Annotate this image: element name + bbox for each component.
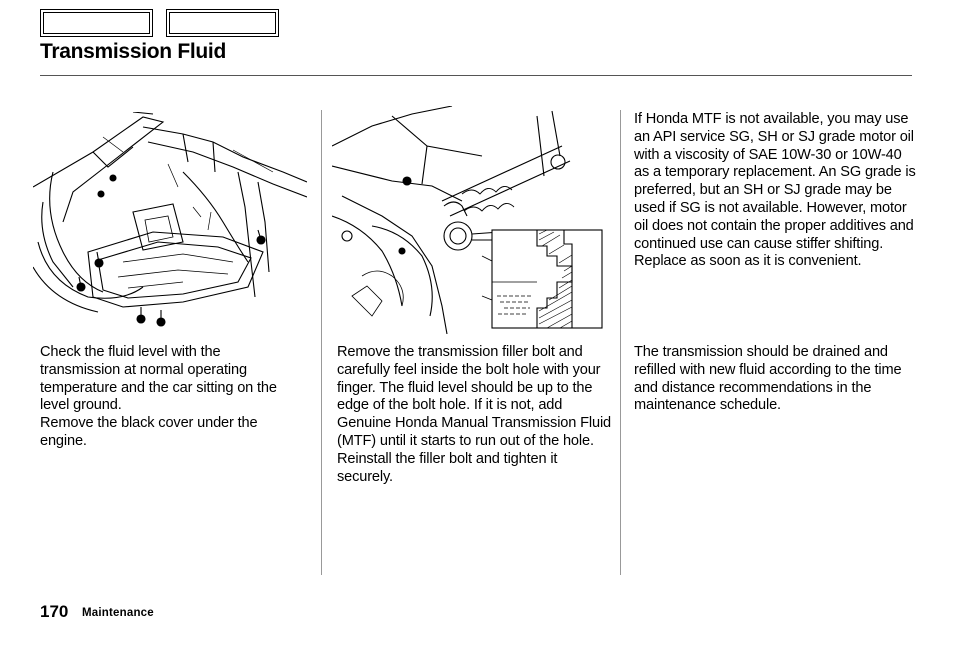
column-2-text: Remove the transmission filler bolt and … bbox=[337, 344, 612, 486]
column-3-note: If Honda MTF is not available, you may u… bbox=[634, 111, 919, 271]
column-divider bbox=[321, 110, 322, 575]
nav-tab-box-right[interactable] bbox=[166, 9, 279, 37]
instruction-paragraph: Check the fluid level with the transmiss… bbox=[40, 344, 277, 414]
section-name: Maintenance bbox=[82, 607, 154, 619]
engine-cover-illustration bbox=[32, 111, 308, 334]
filler-bolt-illustration bbox=[331, 105, 608, 335]
page-number: 170 bbox=[40, 602, 69, 621]
instruction-paragraph: Remove the black cover under the engine. bbox=[40, 415, 258, 449]
column-3-text: The transmission should be drained and r… bbox=[634, 344, 919, 415]
title-divider bbox=[40, 75, 912, 76]
column-1-text: Check the fluid level with the transmiss… bbox=[40, 344, 300, 451]
nav-tab-box-left[interactable] bbox=[40, 9, 153, 37]
instruction-paragraph: Remove the transmission filler bolt and … bbox=[337, 344, 612, 485]
column-divider bbox=[620, 110, 621, 575]
note-paragraph: If Honda MTF is not available, you may u… bbox=[634, 111, 916, 270]
instruction-paragraph: The transmission should be drained and r… bbox=[634, 344, 902, 414]
page-title: Transmission Fluid bbox=[40, 40, 226, 63]
